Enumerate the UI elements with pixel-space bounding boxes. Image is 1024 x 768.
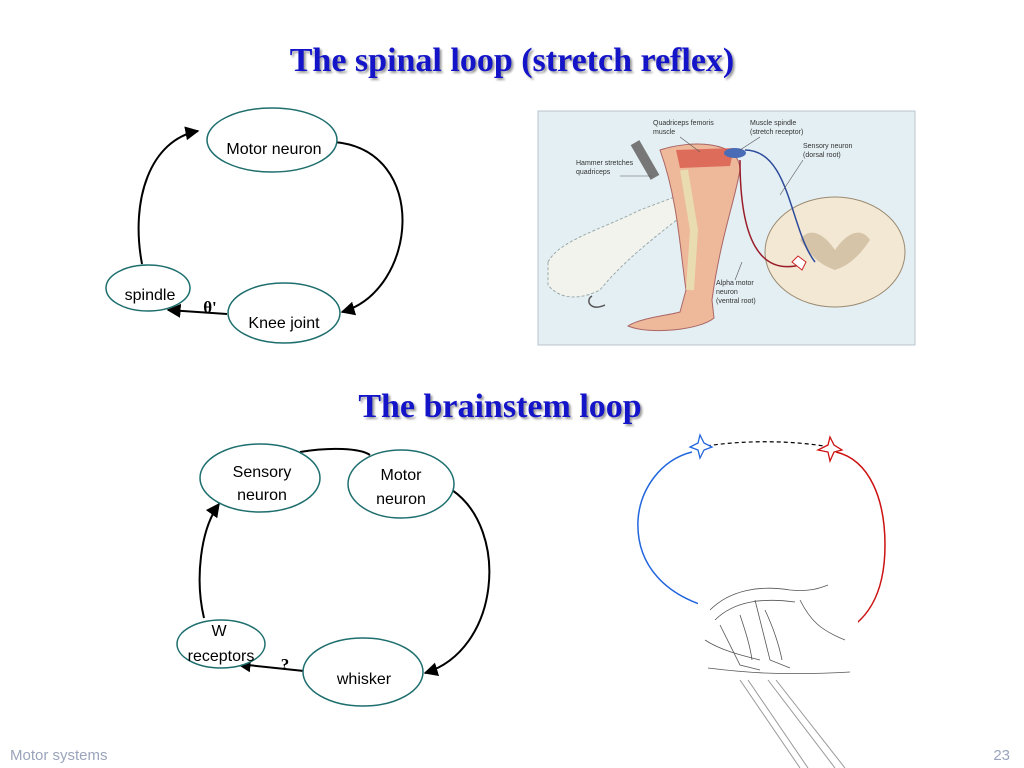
sensory-neuron-path [744,149,816,263]
motion-arrow-icon [588,295,606,308]
quadriceps-muscle-icon [676,148,734,168]
ghost-leg-icon [547,194,691,298]
knee-joint-node [227,282,341,344]
quadriceps-label-2: muscle [653,129,675,136]
stretch-reflex-illustration: Quadriceps femoris muscle Muscle spindle… [537,110,916,346]
synapse-icon [791,255,807,271]
sensory-neuron-node [199,443,321,513]
sensory-neuron-label-1: Sensory [233,464,292,481]
leg-icon [626,143,741,332]
whisker-loop-illustration [637,433,886,768]
question-mark-label: ? [281,655,290,674]
sensory-to-motor-link [299,447,371,456]
knee-joint-label: Knee joint [248,315,320,332]
motor-neuron-star-icon [816,435,844,464]
w-receptors-label-2: receptors [188,648,255,665]
hammer-icon [630,140,660,180]
sensory-label-1: Sensory neuron [803,143,853,150]
brainstem-loop-title: The brainstem loop [358,388,642,425]
motor-neuron-label-2: neuron [376,491,426,508]
motor-neuron-label-1: Motor [381,467,423,484]
whisker-shafts-icon [739,679,846,768]
whisker-to-receptors-arrow [236,658,305,673]
grey-matter-icon [800,232,870,270]
motor-neuron-node [206,107,338,173]
quadriceps-label-1: Quadriceps femoris [653,120,714,127]
w-receptors-label-1: W [211,623,227,640]
w-receptors-node [176,619,266,669]
hammer-label-1: Hammer stretches [576,160,634,167]
brainstem-loop-diagram: Sensory neuron Motor neuron W receptors … [176,443,491,707]
alpha-label-1: Alpha motor [716,280,754,287]
muscle-spindle-icon [724,148,746,158]
bone-icon [680,169,699,291]
dashed-connection [699,441,831,448]
theta-prime-label: θ' [203,298,217,317]
sensory-neuron-label-2: neuron [237,487,287,504]
spinal-loop-title: The spinal loop (stretch reflex) [289,42,735,79]
sensory-pathway-line [637,451,731,613]
follicle-sketch-panel [698,580,858,684]
motor-neuron-label: Motor neuron [226,141,321,158]
alpha-label-3: (ventral root) [716,298,756,305]
whisker-follicle-icon [704,584,851,675]
motor-neuron-node-2 [347,449,455,519]
receptors-to-sensory-arrow [198,502,220,619]
spinal-loop-diagram: Motor neuron spindle Knee joint θ' [105,107,404,344]
motor-to-knee-arrow [333,141,404,316]
spindle-node [105,264,191,312]
alpha-motor-neuron-path [739,159,801,268]
alpha-label-2: neuron [716,289,738,296]
sensory-neuron-star-icon [688,433,714,460]
hammer-label-2: quadriceps [576,169,611,176]
knee-to-spindle-arrow [166,303,228,318]
footer-page-number: 23 [993,747,1010,764]
footer-course-title: Motor systems [10,747,108,764]
spindle-label-1: Muscle spindle [750,120,796,127]
sensory-label-2: (dorsal root) [803,152,841,159]
spindle-to-motor-arrow [137,126,200,265]
whisker-label: whisker [336,671,392,688]
whisker-node [302,637,424,707]
spindle-label-2: (stretch receptor) [750,129,803,136]
spindle-label: spindle [125,287,176,304]
motor-to-whisker-arrow [423,489,491,676]
